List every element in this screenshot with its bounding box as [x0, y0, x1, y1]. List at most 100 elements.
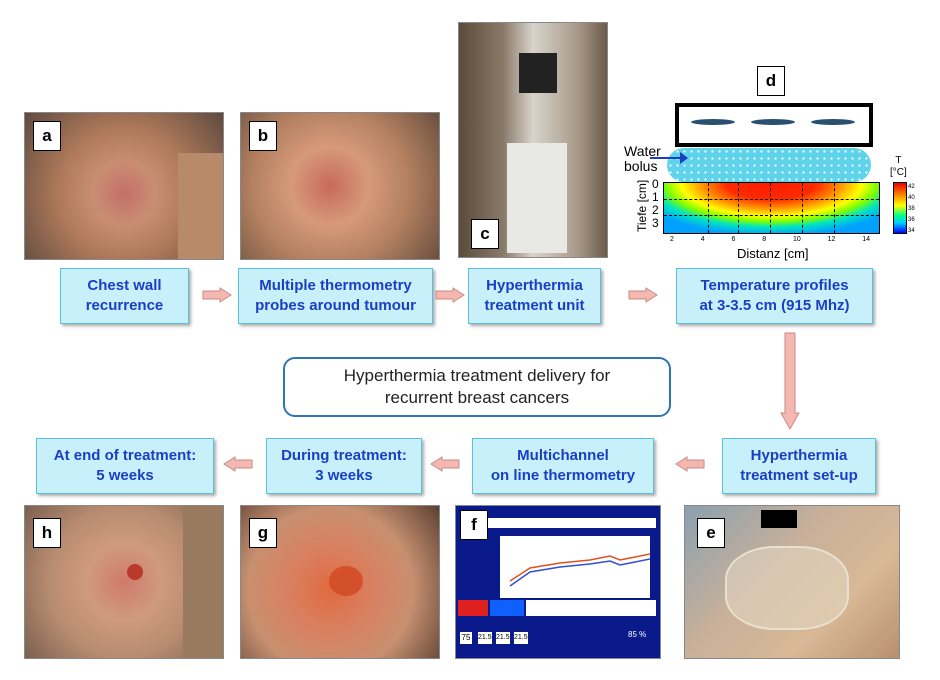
center-title-box: Hyperthermia treatment delivery for recur…: [283, 357, 671, 417]
box-chest-wall-recurrence: Chest wall recurrence: [60, 268, 189, 324]
box-multichannel-thermometry: Multichannel on line thermometry: [472, 438, 654, 494]
arrow-left-icon: [430, 456, 460, 472]
panel-label-f: f: [460, 510, 488, 540]
box-line: Chest wall: [87, 277, 162, 294]
y-axis-label: Tiefe [cm]: [635, 179, 649, 232]
channel-field: 21.5: [496, 632, 510, 644]
log-panel: [526, 600, 656, 616]
colorbar-tick: 36: [908, 217, 915, 223]
channel-readouts: [488, 518, 656, 528]
photo-chest-wall: a: [24, 112, 224, 260]
panel-label-g: g: [249, 518, 277, 548]
gridline: [708, 183, 709, 233]
bolus-label-line1: Water: [624, 143, 661, 159]
x-tick: 10: [792, 236, 801, 243]
photo-during-treatment: g: [240, 505, 440, 659]
box-line: recurrence: [85, 297, 164, 314]
y-tick: 2: [652, 203, 659, 217]
panel-label-c: c: [471, 219, 499, 249]
photo-thermometry-probes: b: [240, 112, 440, 260]
temperature-graph: [500, 536, 651, 598]
box-line: During treatment:: [281, 447, 407, 464]
arrow-left-icon: [675, 456, 705, 472]
channel-field: 21.5: [478, 632, 492, 644]
box-line: Hyperthermia: [486, 277, 583, 294]
y-tick: 0: [652, 177, 659, 191]
arm-sleeve: [183, 506, 223, 658]
panel-label-d: d: [757, 66, 785, 96]
bolus-arrowhead: [680, 152, 688, 164]
panel-label-e: e: [697, 518, 725, 548]
colorbar-title: T[°C]: [890, 155, 907, 179]
x-tick: 2: [670, 236, 674, 243]
status-panel-red: [458, 600, 488, 616]
box-line: Multichannel: [517, 447, 609, 464]
x-tick: 8: [762, 236, 767, 243]
y-tick: 3: [652, 216, 659, 230]
arrow-right-icon: [628, 287, 658, 303]
box-line: treatment set-up: [740, 467, 858, 484]
thermometry-software-screen: 75 21.5 21.5 21.5 85 % f: [455, 505, 661, 659]
box-line: 5 weeks: [96, 467, 154, 484]
box-during-treatment: During treatment: 3 weeks: [266, 438, 422, 494]
x-tick: 4: [700, 236, 705, 243]
photo-end-of-treatment: h: [24, 505, 224, 659]
box-line: probes around tumour: [255, 297, 416, 314]
center-title-line1: Hyperthermia treatment delivery for: [343, 366, 611, 385]
colorbar-tick: 38: [908, 206, 915, 212]
arrow-down-icon: [780, 332, 800, 430]
y-ticks: 0 1 2 3: [652, 178, 659, 230]
photo-treatment-setup: e: [684, 505, 900, 659]
box-line: on line thermometry: [490, 467, 636, 484]
gridline: [738, 183, 739, 233]
water-bolus: [667, 148, 871, 182]
box-temperature-profiles: Temperature profiles at 3-3.5 cm (915 Mhz…: [676, 268, 873, 324]
bolus-arrow-icon: [650, 157, 684, 159]
temperature-heatmap: [663, 182, 880, 234]
x-ticks: 2 4 6 8 10 12 14: [670, 236, 870, 243]
gridline: [770, 183, 771, 233]
colorbar-tick: 42: [908, 184, 915, 190]
center-title-line2: recurrent breast cancers: [384, 388, 570, 407]
box-end-of-treatment: At end of treatment: 5 weeks: [36, 438, 214, 494]
gridline: [664, 199, 879, 200]
channel-field: 21.5: [514, 632, 528, 644]
x-tick: 14: [862, 236, 870, 243]
box-line: Temperature profiles: [700, 277, 849, 294]
panel-label-b: b: [249, 121, 277, 151]
arrow-left-icon: [223, 456, 253, 472]
gridline: [664, 215, 879, 216]
arrow-right-icon: [435, 287, 465, 303]
box-line: Multiple thermometry: [259, 277, 412, 294]
box-line: At end of treatment:: [53, 447, 197, 464]
box-line: Hyperthermia: [750, 447, 848, 464]
percent-readout: 85 %: [628, 630, 647, 639]
x-axis-label: Distanz [cm]: [737, 246, 809, 261]
water-bolus-on-patient: [725, 546, 849, 630]
privacy-bar: [761, 510, 797, 528]
colorbar-title-line2: [°C]: [890, 167, 907, 178]
photo-treatment-unit: c: [458, 22, 608, 258]
bolus-label-line2: bolus: [624, 158, 658, 174]
x-tick: 12: [827, 236, 836, 243]
box-treatment-setup: Hyperthermia treatment set-up: [722, 438, 876, 494]
arm-sleeve: [178, 153, 223, 259]
temperature-curves: [509, 553, 651, 587]
colorbar-title-line1: T: [895, 155, 902, 166]
colorbar-tick: 34: [908, 228, 915, 234]
tumour: [127, 564, 143, 580]
unit-cabinet: [507, 143, 567, 253]
status-panel-blue: [490, 600, 524, 616]
box-line: at 3-3.5 cm (915 Mhz): [699, 297, 850, 314]
colorbar: [893, 182, 907, 234]
y-tick: 1: [652, 190, 659, 204]
antenna-icon: [811, 119, 855, 125]
colorbar-tick: 40: [908, 195, 915, 201]
colorbar-ticks: 42 40 38 36 34: [908, 182, 915, 237]
antenna-icon: [751, 119, 795, 125]
gridline: [802, 183, 803, 233]
box-line: 3 weeks: [315, 467, 373, 484]
